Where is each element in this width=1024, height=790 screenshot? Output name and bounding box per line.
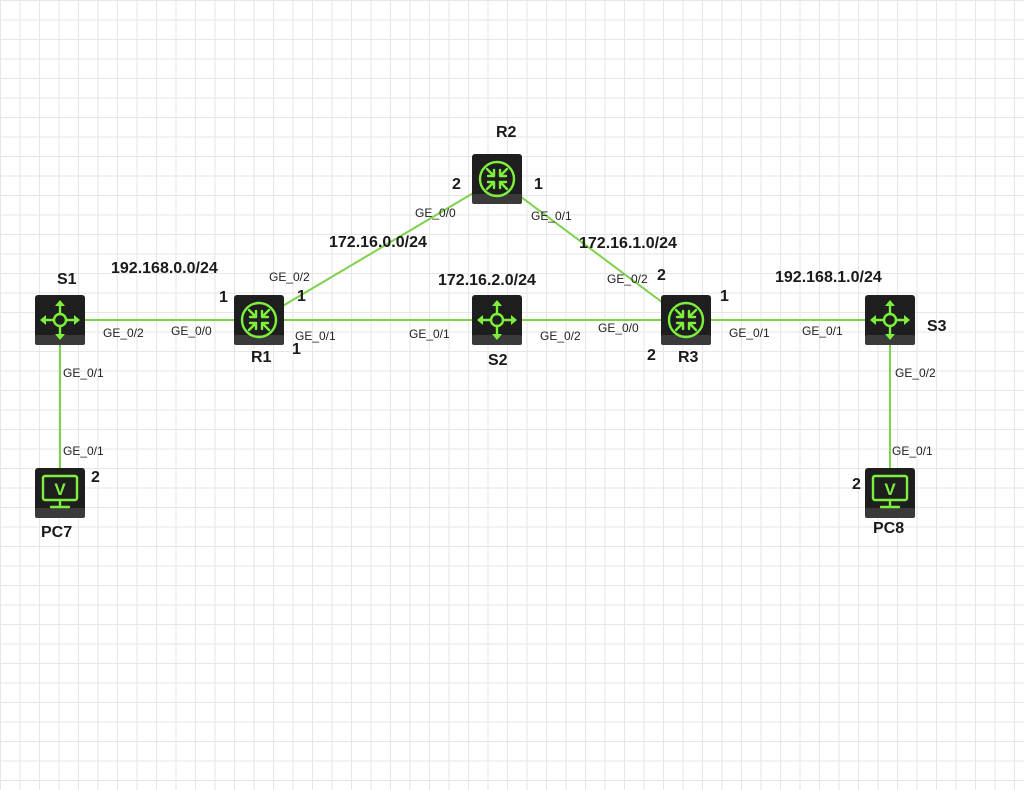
node-label-r3: R3	[678, 349, 699, 366]
node-label-s3: S3	[927, 318, 947, 335]
pc-pc8[interactable]: V	[865, 468, 915, 518]
port-label: GE_0/2	[103, 326, 144, 340]
switch-s3[interactable]	[865, 295, 915, 345]
if-number: 1	[720, 288, 729, 305]
network-label-172-16-1: 172.16.1.0/24	[579, 235, 677, 252]
router-r1[interactable]	[234, 295, 284, 345]
network-labels: 192.168.0.0/24 172.16.0.0/24 172.16.2.0/…	[111, 234, 882, 289]
port-label: GE_0/0	[415, 206, 456, 220]
port-label: GE_0/2	[607, 272, 648, 286]
port-label: GE_0/1	[409, 327, 450, 341]
switch-s2[interactable]	[472, 295, 522, 345]
port-label: GE_0/1	[802, 324, 843, 338]
node-label-r2: R2	[496, 124, 517, 141]
network-label-172-16-0: 172.16.0.0/24	[329, 234, 427, 251]
port-label: GE_0/1	[295, 329, 336, 343]
if-number: 1	[297, 288, 306, 305]
port-label: GE_0/2	[540, 329, 581, 343]
network-label-192-168-0: 192.168.0.0/24	[111, 260, 218, 277]
node-label-pc7: PC7	[41, 524, 72, 541]
router-r2[interactable]	[472, 154, 522, 204]
port-label: GE_0/1	[892, 444, 933, 458]
if-number: 1	[534, 176, 543, 193]
if-number: 1	[219, 289, 228, 306]
switch-icon	[40, 300, 80, 340]
router-icon	[478, 160, 516, 198]
monitor-icon: V	[871, 474, 909, 509]
switch-s1[interactable]	[35, 295, 85, 345]
router-r3[interactable]	[661, 295, 711, 345]
port-label: GE_0/2	[269, 270, 310, 284]
node-label-s2: S2	[488, 352, 508, 369]
switch-icon	[870, 300, 910, 340]
router-icon	[240, 301, 278, 339]
network-label-172-16-2: 172.16.2.0/24	[438, 272, 536, 289]
port-label: GE_0/0	[598, 321, 639, 335]
network-label-192-168-1: 192.168.1.0/24	[775, 269, 882, 286]
port-labels: GE_0/2 GE_0/0 GE_0/1 GE_0/1 GE_0/2 GE_0/…	[63, 206, 936, 458]
link-r1-r2[interactable]	[258, 178, 498, 321]
link-r2-r3[interactable]	[496, 178, 687, 321]
if-number: 2	[647, 347, 656, 364]
node-label-r1: R1	[251, 349, 272, 366]
if-number: 2	[852, 476, 861, 493]
monitor-icon: V	[41, 474, 79, 509]
if-number: 1	[292, 341, 301, 358]
if-number: 2	[91, 469, 100, 486]
node-label-s1: S1	[57, 271, 77, 288]
port-label: GE_0/1	[729, 326, 770, 340]
port-label: GE_0/1	[63, 444, 104, 458]
node-label-pc8: PC8	[873, 520, 904, 537]
if-number: 2	[452, 176, 461, 193]
pc-icon-letter: V	[54, 480, 66, 499]
links	[59, 178, 891, 492]
switch-icon	[477, 300, 517, 340]
port-label: GE_0/1	[63, 366, 104, 380]
interface-numbers: 1 1 1 2 1 2 1 2 2 2	[91, 176, 861, 493]
port-label: GE_0/2	[895, 366, 936, 380]
router-icon	[667, 301, 705, 339]
port-label: GE_0/0	[171, 324, 212, 338]
port-label: GE_0/1	[531, 209, 572, 223]
pc-icon-letter: V	[884, 480, 896, 499]
pc-pc7[interactable]: V	[35, 468, 85, 518]
if-number: 2	[657, 267, 666, 284]
